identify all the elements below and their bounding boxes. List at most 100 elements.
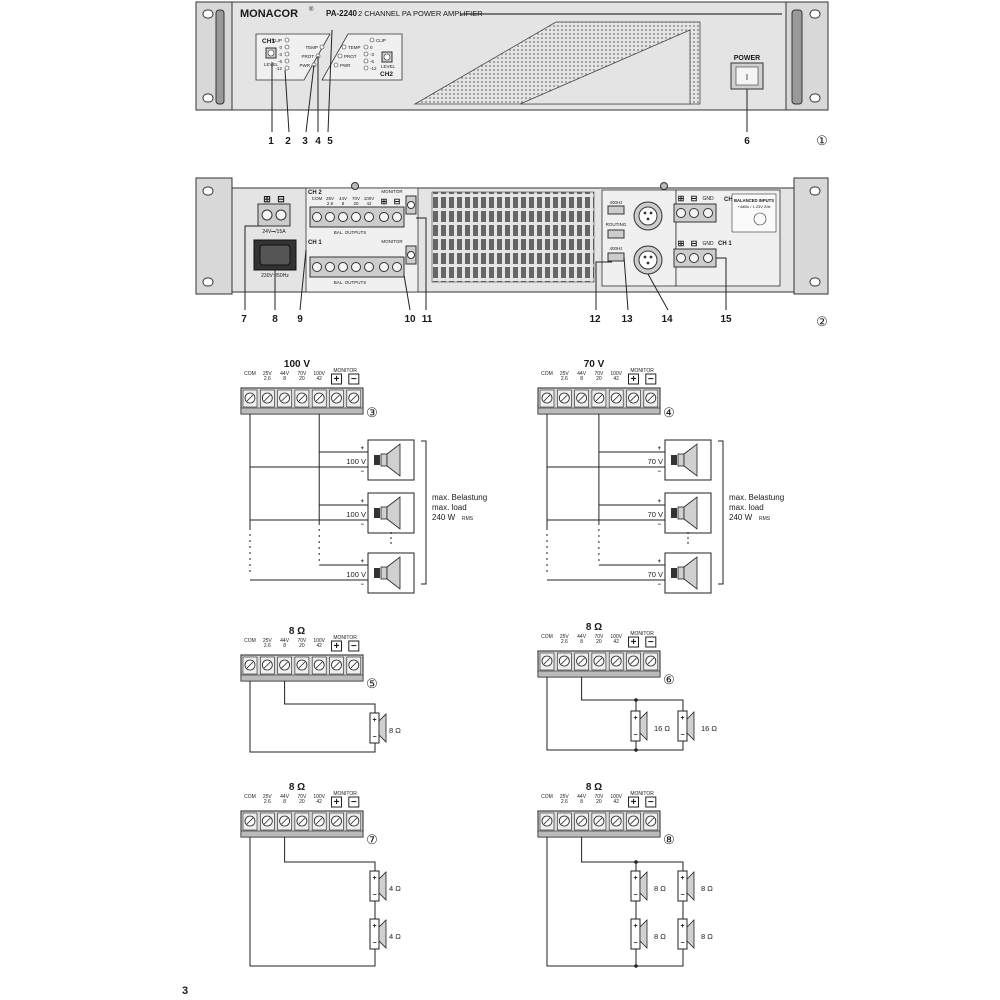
led-label: TEMP bbox=[305, 45, 318, 50]
speaker-impedance-label: 16 Ω bbox=[701, 724, 717, 733]
rear-callout-lines bbox=[244, 217, 727, 311]
screw-icon bbox=[379, 212, 389, 222]
led-icon bbox=[319, 44, 325, 50]
fuse-icon bbox=[407, 251, 415, 259]
led-icon bbox=[363, 58, 369, 64]
front-callout-lines bbox=[271, 29, 748, 133]
led-label: TEMP bbox=[348, 45, 361, 50]
led-label: -6 bbox=[278, 59, 282, 64]
terminal-sub: 20 bbox=[353, 201, 359, 206]
screw-slot bbox=[246, 661, 254, 669]
speaker-magnet bbox=[380, 566, 388, 580]
front-rack-ear-left bbox=[195, 1, 233, 111]
screw-slot bbox=[281, 817, 288, 825]
speaker-impedance-label: 16 Ω bbox=[654, 724, 670, 733]
terminal-voltage-label: 44V bbox=[280, 638, 290, 644]
speaker-icon bbox=[686, 711, 695, 741]
rack-slot-hole bbox=[809, 277, 821, 287]
terminal-base bbox=[537, 407, 661, 415]
ch2-output-header: COM 25V 44V 70V 100V 2.6 8 20 42 ⊞ ⊟ bbox=[312, 196, 401, 206]
callout-number: 14 bbox=[661, 314, 673, 325]
wire bbox=[421, 440, 427, 585]
monitor-label: MONITOR bbox=[630, 791, 654, 797]
ch1-input-label: CH 1 bbox=[718, 241, 732, 247]
callout-number: 15 bbox=[720, 314, 732, 325]
minus-icon bbox=[645, 373, 657, 385]
screw-slot bbox=[315, 817, 323, 825]
routing-switch[interactable] bbox=[607, 229, 625, 239]
mains-socket-inner bbox=[259, 244, 291, 266]
plus-sign: + bbox=[657, 446, 661, 452]
screw-slot bbox=[350, 817, 358, 825]
terminal-impedance-label: 42 bbox=[613, 799, 619, 805]
load-label: max. Belastung bbox=[432, 493, 487, 502]
speaker-icon bbox=[683, 556, 698, 590]
load-label: 240 W bbox=[729, 513, 753, 522]
speaker-icon bbox=[686, 919, 695, 949]
screw-slot bbox=[561, 657, 568, 665]
plus-sign: + bbox=[631, 797, 637, 808]
screw-slot bbox=[612, 817, 620, 825]
minus-sign: − bbox=[633, 892, 637, 899]
ch2-output-label: CH 2 bbox=[308, 190, 322, 196]
minus-sign: − bbox=[372, 892, 376, 899]
screw-slot bbox=[264, 661, 271, 669]
plus-sign: + bbox=[360, 559, 364, 565]
callout-number: 11 bbox=[422, 314, 433, 325]
monitor-label: MONITOR bbox=[630, 368, 654, 374]
terminal-voltage-label: 100V bbox=[610, 634, 622, 640]
rack-slot-hole bbox=[809, 186, 821, 196]
screw-slot bbox=[595, 657, 603, 665]
screw-icon bbox=[689, 253, 699, 263]
terminal-impedance-label: 8 bbox=[580, 376, 583, 382]
gnd-label: GND bbox=[702, 196, 714, 202]
wire bbox=[249, 837, 376, 967]
terminal-voltage-label: 100V bbox=[313, 794, 325, 800]
transformer-icon bbox=[374, 568, 380, 578]
led-label: -12 bbox=[370, 66, 377, 71]
speaker-impedance-label: 4 Ω bbox=[389, 884, 401, 893]
screw-slot bbox=[595, 394, 603, 402]
terminal-voltage-label: 44V bbox=[280, 371, 290, 377]
load-label: max. load bbox=[729, 503, 764, 512]
ch2-status-led-column: TEMP PROT PWR bbox=[333, 44, 361, 68]
speaker-icon bbox=[639, 919, 648, 949]
minus-sign: − bbox=[648, 374, 654, 385]
screw-icon bbox=[689, 208, 699, 218]
screw-slot bbox=[612, 657, 620, 665]
screw-slot bbox=[630, 657, 637, 665]
screw-icon bbox=[312, 212, 322, 222]
minus-icon: ⊟ bbox=[394, 197, 401, 206]
ch1-level-label: LEVEL bbox=[264, 62, 279, 67]
speaker-icon bbox=[639, 711, 648, 741]
terminal-impedance-label: 8 bbox=[283, 643, 286, 649]
ch1-400hz-switch[interactable] bbox=[607, 252, 625, 262]
led-label: PWR bbox=[340, 63, 351, 68]
plus-sign: + bbox=[657, 559, 661, 565]
terminal-voltage-label: 70V bbox=[594, 371, 604, 377]
screw-icon bbox=[703, 208, 713, 218]
speaker-impedance-label: 8 Ω bbox=[389, 726, 401, 735]
speaker-icon bbox=[378, 713, 387, 743]
front-handle-left bbox=[215, 9, 225, 105]
dc-input-label: 24V⎓/15A bbox=[262, 229, 286, 235]
figure-number: ② bbox=[816, 314, 828, 329]
monitor-label: MONITOR bbox=[333, 635, 357, 641]
screw-icon bbox=[379, 262, 389, 272]
callout-number: 3 bbox=[302, 136, 308, 147]
ch2-400hz-switch[interactable] bbox=[607, 205, 625, 215]
led-label: PROT bbox=[344, 54, 357, 59]
power-rocker[interactable] bbox=[735, 66, 759, 86]
plus-sign: + bbox=[334, 641, 340, 652]
figure-number: ① bbox=[816, 133, 828, 148]
screw-slot bbox=[612, 394, 620, 402]
dc-input-terminal[interactable] bbox=[257, 203, 291, 227]
diagram-title: 70 V bbox=[584, 359, 605, 370]
plus-sign: + bbox=[372, 717, 376, 724]
terminal-impedance-label: 42 bbox=[316, 799, 322, 805]
hz400-filter-label: 400Hz bbox=[609, 246, 623, 251]
plus-icon bbox=[331, 640, 342, 652]
led-icon bbox=[284, 51, 290, 57]
xlr-pin-icon bbox=[646, 217, 650, 221]
